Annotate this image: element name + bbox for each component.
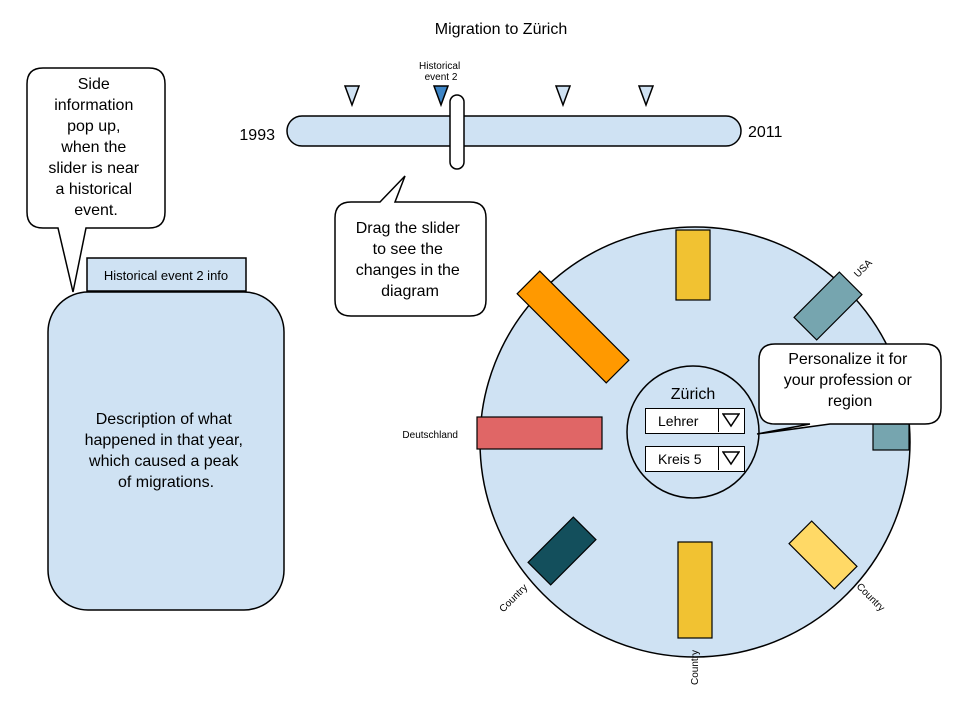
bar-deutschland[interactable]	[476, 416, 603, 450]
timeline-start-year: 1993	[239, 127, 275, 144]
info-panel-description: Description of what happened in that yea…	[85, 411, 248, 491]
profession-select-arrow[interactable]	[718, 409, 744, 432]
side-info-text: Side information pop up, when the slider…	[48, 76, 143, 219]
event-marker-2-active[interactable]	[432, 85, 450, 108]
event-marker-label: Historical event 2	[419, 61, 463, 83]
event-marker-4[interactable]	[637, 85, 655, 108]
bar-bottom-country[interactable]	[677, 541, 713, 639]
bar-top-left[interactable]	[516, 270, 630, 384]
region-select-value: Kreis 5	[658, 451, 702, 467]
personalize-bubble	[756, 343, 942, 435]
region-select[interactable]: Kreis 5	[645, 446, 745, 472]
chevron-down-icon	[722, 413, 740, 428]
info-panel-tab-label: Historical event 2 info	[104, 268, 228, 283]
bar-country-bottom-right[interactable]	[788, 520, 858, 590]
drag-hint-bubble	[334, 175, 487, 317]
page-title: Migration to Zürich	[435, 21, 568, 38]
center-label: Zürich	[671, 386, 715, 403]
side-info-bubble	[26, 67, 166, 293]
drag-hint-text: Drag the slider to see the changes in th…	[356, 220, 465, 300]
label-deutschland: Deutschland	[402, 430, 458, 441]
bar-usa[interactable]	[793, 271, 863, 341]
region-select-arrow[interactable]	[718, 447, 744, 470]
timeline-track[interactable]	[286, 115, 742, 147]
timeline-slider-handle[interactable]	[449, 94, 465, 170]
personalize-text: Personalize it for your profession or re…	[784, 351, 917, 410]
event-marker-3[interactable]	[554, 85, 572, 108]
chevron-down-icon	[722, 451, 740, 466]
bar-top[interactable]	[675, 229, 711, 301]
label-country-bottom: Country	[690, 650, 701, 685]
label-country-left: Country	[498, 582, 531, 615]
info-panel	[47, 291, 285, 611]
bar-country-bottom-left[interactable]	[527, 516, 597, 586]
event-marker-1[interactable]	[343, 85, 361, 108]
label-usa: USA	[852, 258, 875, 281]
profession-select[interactable]: Lehrer	[645, 408, 745, 434]
info-panel-tab[interactable]	[86, 257, 247, 292]
label-country-right: Country	[854, 581, 887, 614]
profession-select-value: Lehrer	[658, 413, 699, 429]
timeline-end-year: 2011	[748, 124, 783, 141]
